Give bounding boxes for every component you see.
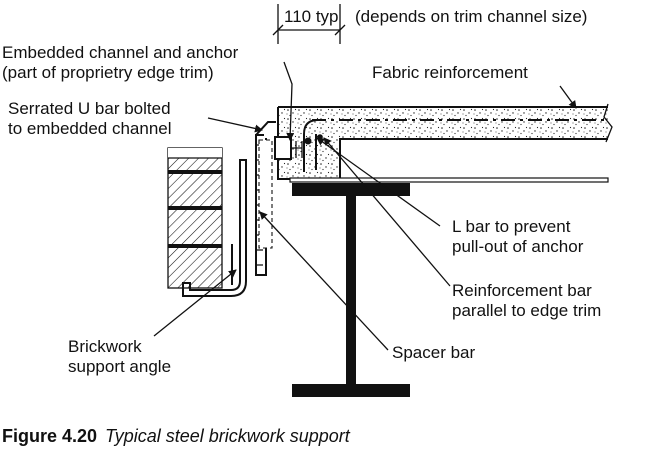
label-reinforcement-bar-2: parallel to edge trim (452, 301, 601, 320)
leader-lines (153, 61, 577, 351)
dimension-value: 110 typ (284, 7, 339, 26)
concrete-slab (277, 103, 613, 180)
label-spacer-bar: Spacer bar (392, 343, 475, 362)
label-l-bar-2: pull-out of anchor (452, 237, 584, 256)
brickwork (167, 147, 223, 289)
label-serrated-u-bar: Serrated U bar bolted (8, 99, 171, 118)
label-embedded-channel: Embedded channel and anchor (2, 43, 239, 62)
label-brickwork: Brickwork (68, 337, 142, 356)
steel-beam (289, 177, 609, 397)
label-support-angle: support angle (68, 357, 171, 376)
label-serrated-u-bar-2: to embedded channel (8, 119, 172, 138)
figure-title: Typical steel brickwork support (105, 426, 351, 446)
figure-caption: Figure 4.20 Typical steel brickwork suppo… (2, 426, 351, 446)
label-embedded-channel-note: (part of proprietry edge trim) (2, 63, 214, 82)
edge-trim (274, 119, 326, 172)
label-reinforcement-bar: Reinforcement bar (452, 281, 592, 300)
label-fabric-reinforcement: Fabric reinforcement (372, 63, 528, 82)
serrated-u-bar (255, 121, 276, 276)
dimension-110 (272, 4, 346, 44)
figure-number: Figure 4.20 (2, 426, 97, 446)
dimension-note: (depends on trim channel size) (355, 7, 587, 26)
brickwork-support-angle (182, 159, 247, 297)
label-l-bar: L bar to prevent (452, 217, 571, 236)
